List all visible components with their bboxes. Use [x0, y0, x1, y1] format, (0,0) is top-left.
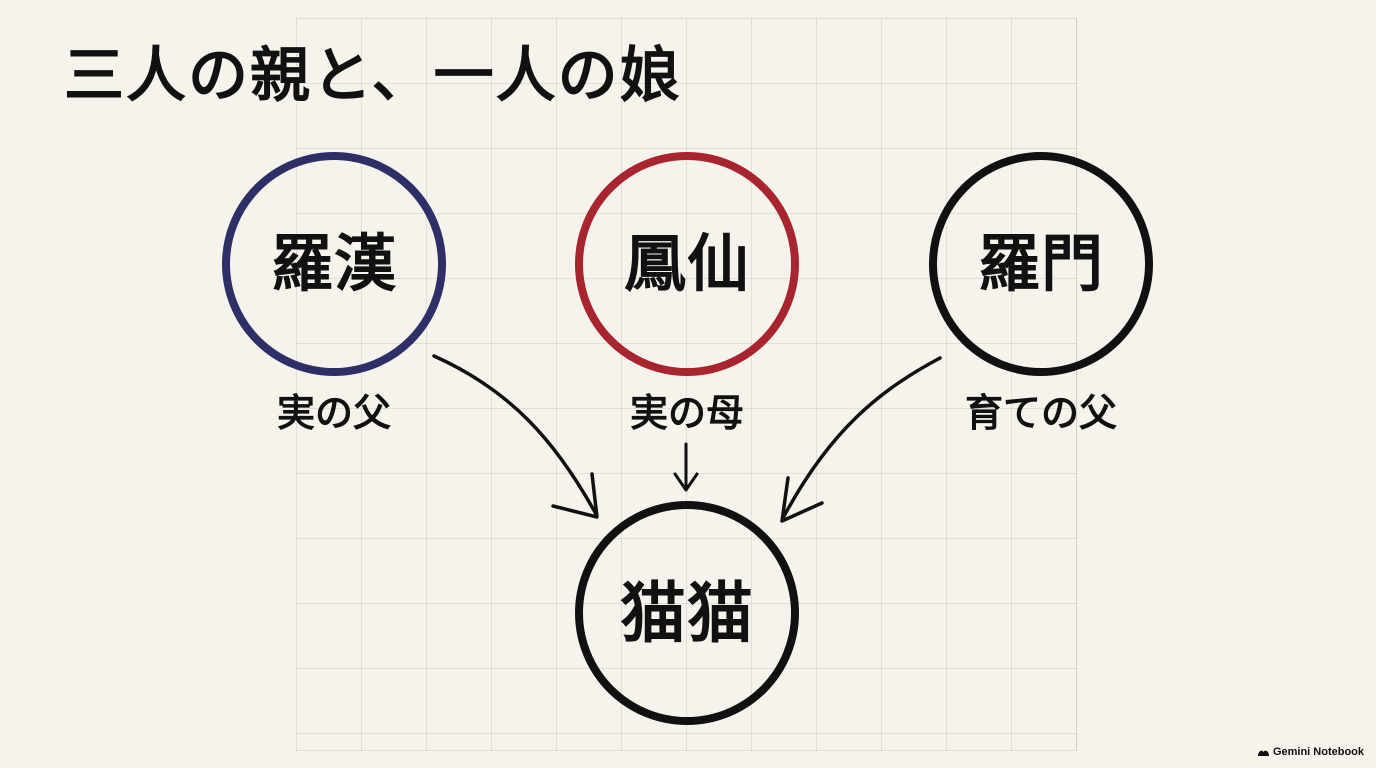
node-fengxian: 鳳仙	[575, 152, 799, 376]
node-rakan-label: 実の父	[276, 390, 391, 435]
node-raman: 羅門	[929, 152, 1153, 376]
arrowhead-raman	[780, 476, 824, 523]
node-raman-name: 羅門	[977, 227, 1104, 300]
arrowhead-rakan	[551, 472, 599, 519]
page-title: 三人の親と、一人の娘	[64, 41, 682, 111]
footer-brand-text: Gemini Notebook	[1272, 746, 1364, 758]
notebook-logo-icon	[1257, 750, 1269, 756]
node-maomao-name: 猫猫	[620, 574, 754, 652]
node-rakan-name: 羅漢	[270, 227, 397, 300]
node-maomao: 猫猫	[575, 501, 799, 725]
node-fengxian-name: 鳳仙	[623, 227, 750, 300]
node-raman-label: 育ての父	[964, 390, 1117, 435]
footer-brand: Gemini Notebook	[1257, 746, 1364, 758]
edge-rakan-to-maomao	[432, 354, 598, 516]
node-rakan: 羅漢	[222, 152, 446, 376]
edge-raman-to-maomao	[781, 356, 942, 520]
arrowhead-fengxian	[673, 472, 699, 492]
node-fengxian-label: 実の母	[629, 390, 744, 435]
